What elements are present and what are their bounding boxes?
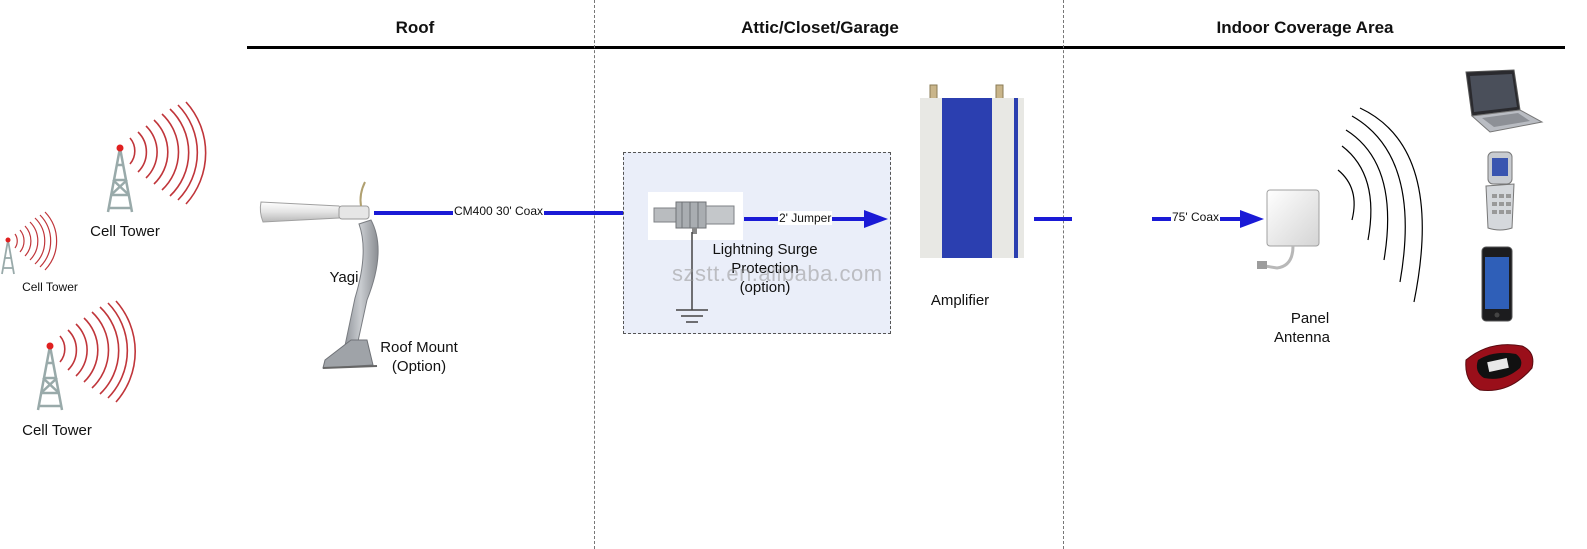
surge-protection-box: [623, 152, 891, 334]
amplifier-icon: [914, 84, 1024, 258]
panel-label-line2: Antenna: [1274, 329, 1330, 346]
flip-phone-icon: [1485, 151, 1515, 231]
surge-label-line2: Protection: [731, 260, 799, 277]
cell-tower-small-icon: [1, 211, 58, 275]
cell-tower-bottom-label: Cell Tower: [22, 422, 92, 439]
cell-tower-small-label: Cell Tower: [22, 280, 78, 294]
panel-antenna-label: Panel Antenna: [1262, 309, 1342, 347]
laptop-icon: [1465, 69, 1544, 133]
amplifier-label: Amplifier: [930, 292, 990, 309]
yagi-antenna-icon: [259, 181, 379, 369]
zone-title-indoor: Indoor Coverage Area: [1216, 18, 1394, 37]
zone-title-attic: Attic/Closet/Garage: [741, 18, 899, 37]
zone-separator-attic-indoor: [1063, 0, 1064, 549]
panel-label-line1: Panel: [1290, 310, 1330, 327]
surge-label-line3: (option): [739, 279, 791, 296]
surge-label-line1: Lightning Surge: [712, 241, 818, 258]
roof-mount-label-line1: Roof Mount: [380, 339, 458, 356]
surge-protection-label: Lightning Surge Protection (option): [690, 240, 840, 297]
surge-protector-icon: [648, 192, 743, 240]
smartphone-icon: [1481, 246, 1513, 322]
header-divider: [247, 46, 1565, 49]
coax-indoor-label: 75' Coax: [1171, 210, 1220, 224]
yagi-label: Yagi: [329, 269, 359, 286]
panel-antenna-icon: [1257, 189, 1320, 270]
roof-mount-label-line2: (Option): [391, 358, 447, 375]
indoor-signal-waves-icon: [1337, 107, 1423, 303]
watermark: szstt.en.alibaba.com: [672, 261, 883, 286]
coax-main-label: CM400 30' Coax: [453, 204, 545, 218]
cell-tower-bottom-icon: [36, 300, 137, 411]
roof-mount-label: Roof Mount (Option): [364, 338, 474, 376]
zone-title-roof: Roof: [395, 18, 435, 37]
mobile-hotspot-icon: [1465, 344, 1534, 392]
cell-tower-top-label: Cell Tower: [90, 223, 160, 240]
zone-separator-roof-attic: [594, 0, 595, 549]
ground-symbol-icon: [676, 232, 708, 323]
jumper-label: 2' Jumper: [778, 211, 833, 225]
coax-indoor-arrow: [1034, 210, 1264, 228]
cell-tower-top-icon: [106, 101, 207, 213]
